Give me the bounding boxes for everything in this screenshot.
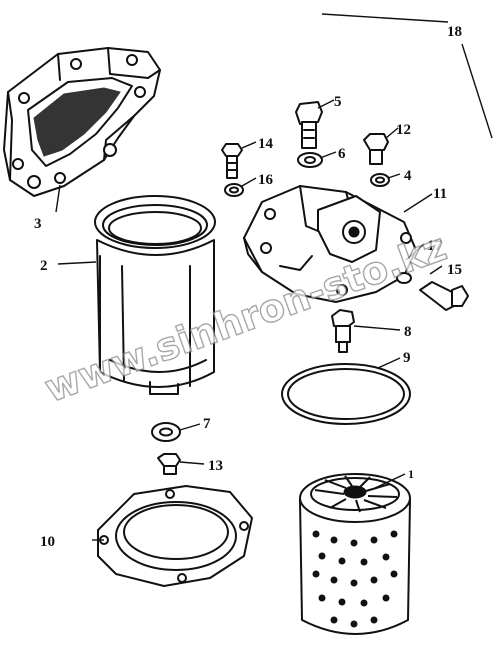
part-16-spring-washer (224, 183, 244, 197)
part-9-seal-ring (281, 363, 411, 425)
part-3-bracket (3, 47, 161, 197)
part-12-bolt (363, 133, 389, 165)
label-11: 11 (433, 186, 447, 202)
part-14-bolt (221, 143, 243, 179)
part-10-flange-gasket (97, 485, 253, 587)
part-13-drain-plug (157, 453, 181, 475)
part-17-washer (396, 272, 412, 284)
part-8-fitting (331, 309, 355, 353)
label-9: 9 (403, 350, 411, 366)
label-4: 4 (404, 168, 412, 184)
label-14: 14 (258, 136, 274, 152)
label-10: 10 (40, 534, 55, 550)
part-18-leader (321, 13, 493, 139)
part-5-banjo-bolt (295, 101, 323, 149)
label-18: 18 (447, 24, 462, 40)
label-3: 3 (34, 216, 42, 232)
label-7: 7 (203, 416, 211, 432)
label-8: 8 (404, 324, 412, 340)
label-17: 17 (427, 238, 443, 254)
label-15: 15 (447, 262, 462, 278)
part-2-filter-housing (94, 195, 216, 395)
label-5: 5 (334, 94, 342, 110)
part-11-filter-cover (243, 185, 417, 303)
part-7-washer (151, 422, 181, 442)
label-13: 13 (208, 458, 223, 474)
label-2: 2 (40, 258, 48, 274)
label-1: 1 (408, 467, 414, 481)
part-1-filter-element (299, 473, 411, 635)
part-labels: 1 2 3 4 5 6 7 8 9 10 11 12 13 14 15 16 1… (34, 24, 462, 550)
part-6-washer (297, 152, 323, 168)
part-4-washer (370, 173, 390, 187)
label-6: 6 (338, 146, 346, 162)
part-15-bolt (419, 281, 469, 311)
label-16: 16 (258, 172, 274, 188)
label-12: 12 (396, 122, 411, 138)
leader-lines (55, 99, 443, 541)
